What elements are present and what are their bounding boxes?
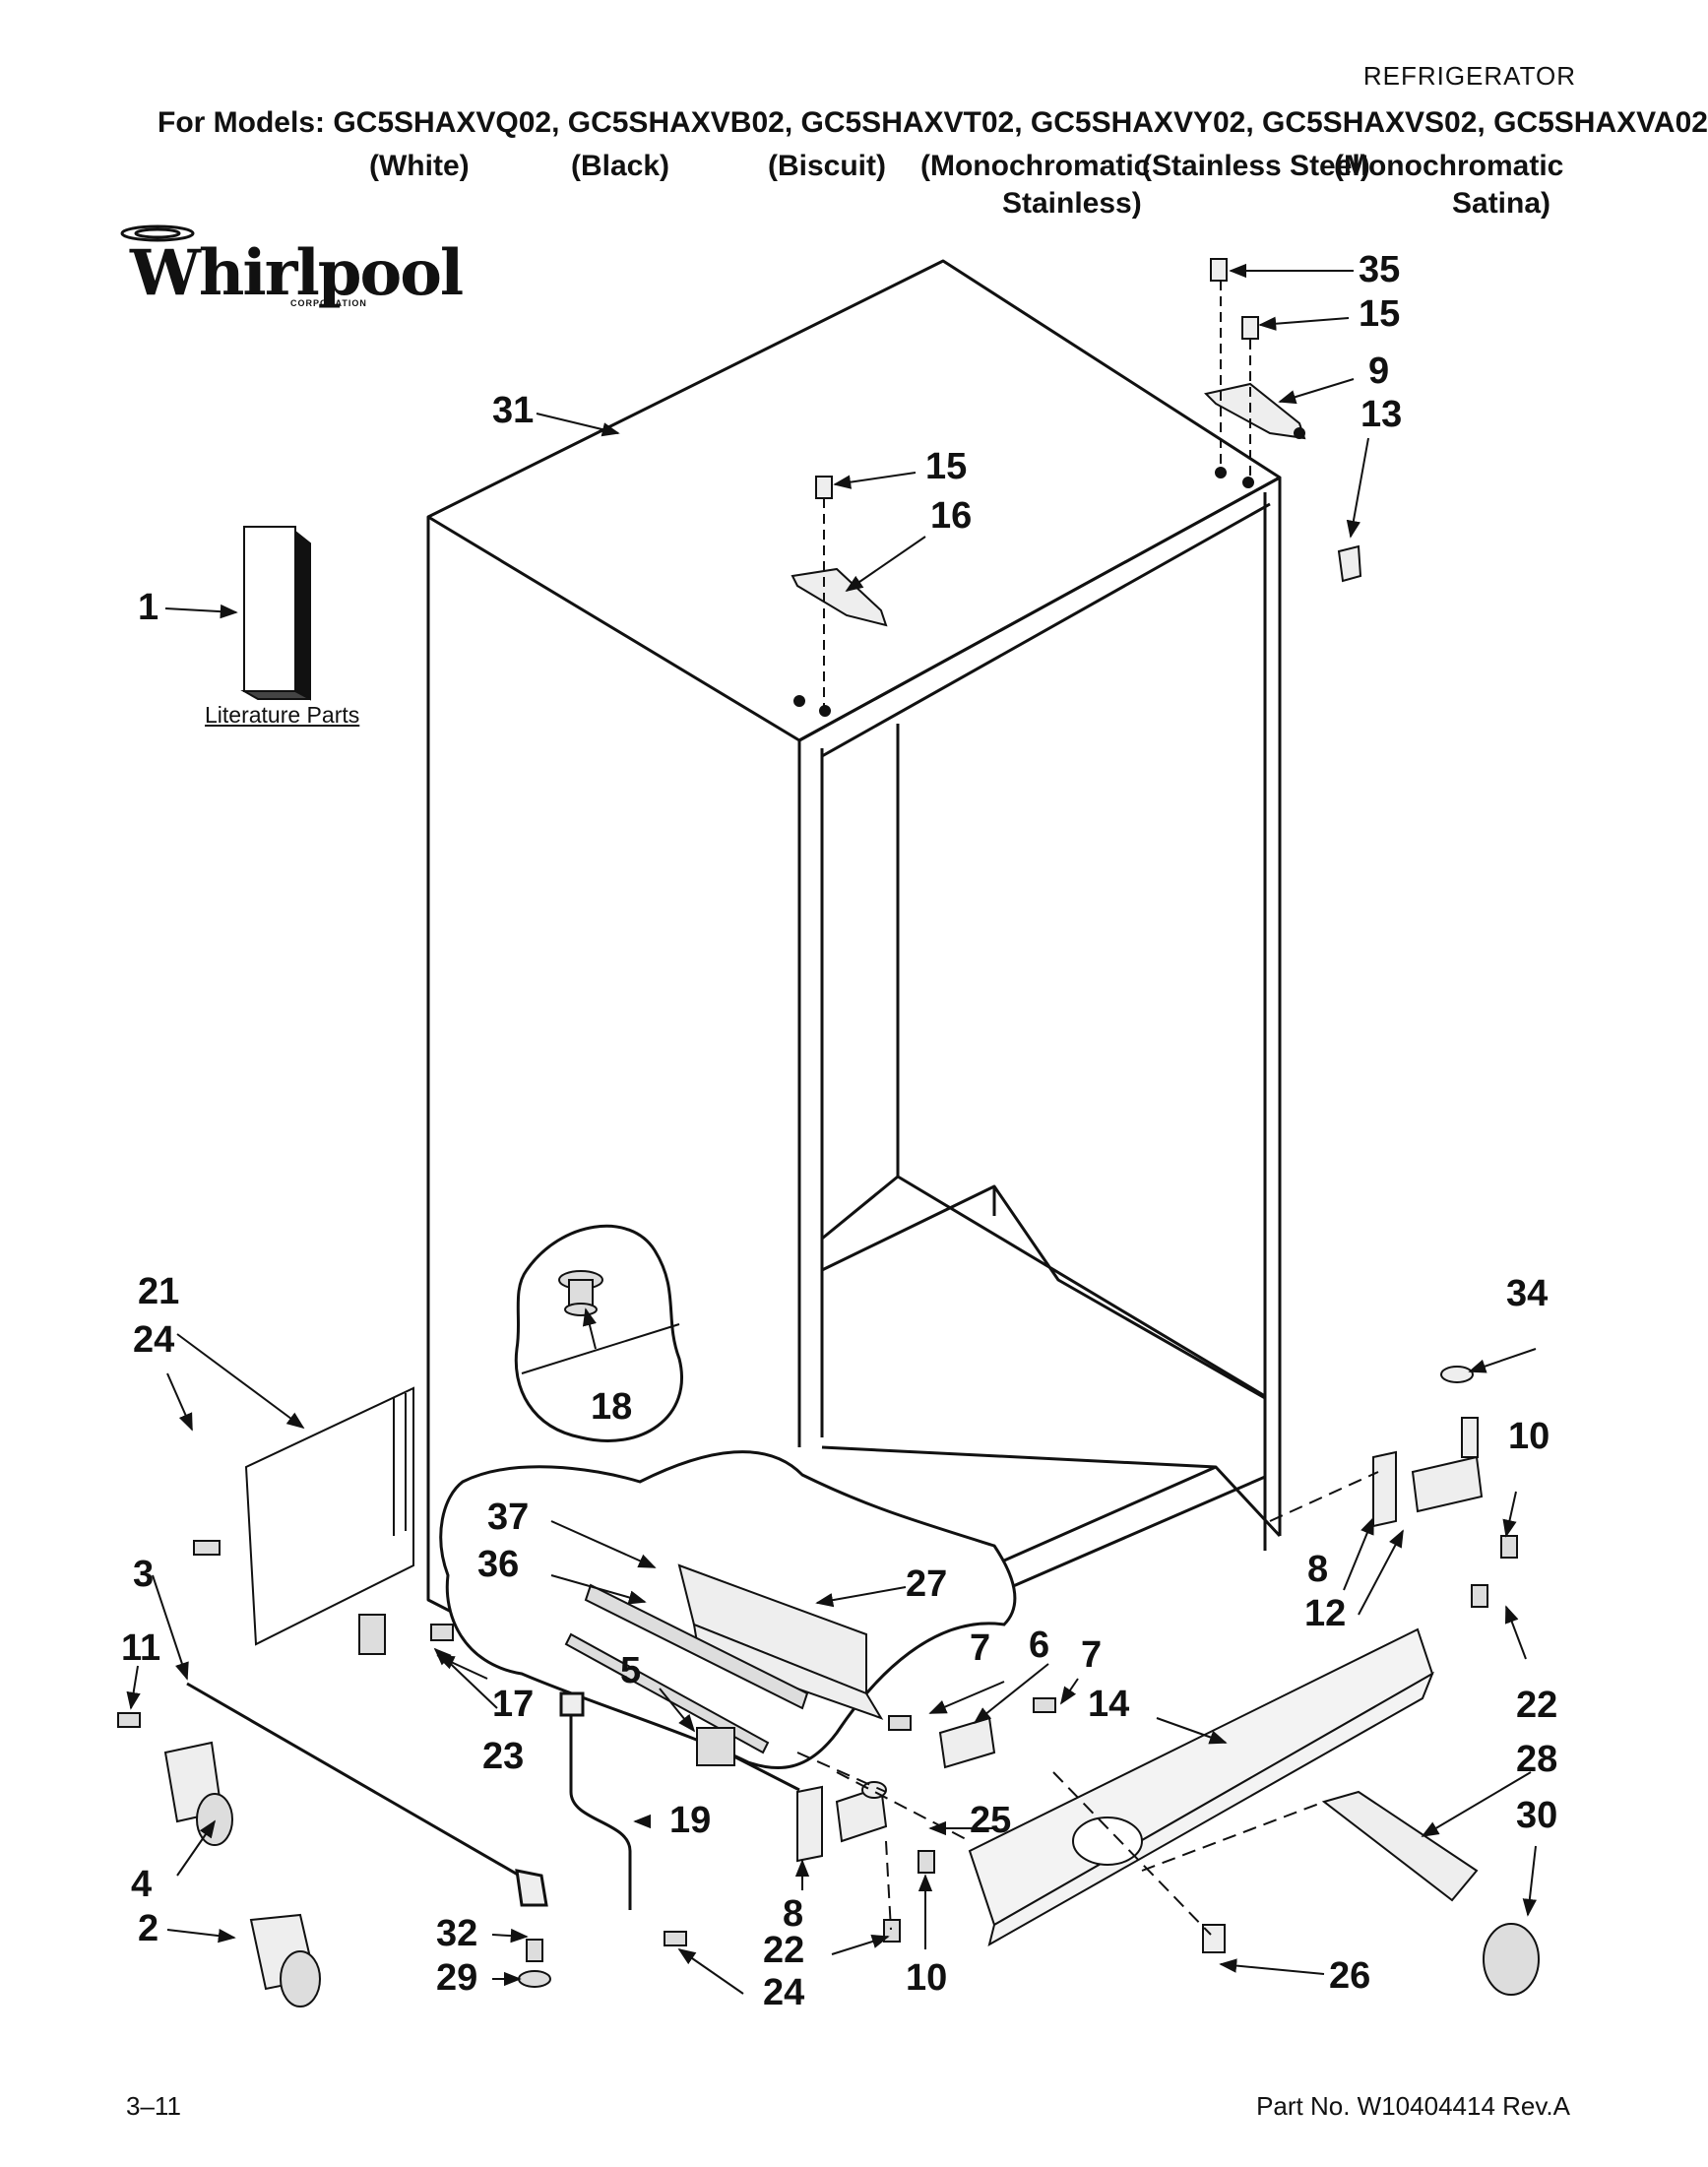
variant-black: (Black) — [571, 150, 670, 182]
callout-24b: 24 — [763, 1972, 805, 2013]
callout-8b: 8 — [783, 1893, 804, 1935]
category-label: REFRIGERATOR — [1362, 61, 1576, 91]
variant-white: (White) — [369, 150, 470, 182]
drain-rod-icon — [564, 1583, 809, 1766]
callout-30: 30 — [1516, 1795, 1558, 1836]
callout-17: 17 — [492, 1684, 535, 1725]
callout-36: 36 — [477, 1544, 520, 1585]
callout-34: 34 — [1506, 1273, 1549, 1314]
callout-10a: 10 — [1508, 1416, 1550, 1457]
callout-5: 5 — [620, 1650, 642, 1691]
callout-24a: 24 — [133, 1319, 175, 1361]
cabinet-drawing — [426, 259, 1282, 1792]
callout-26: 26 — [1329, 1955, 1371, 1997]
callout-29: 29 — [436, 1957, 478, 1999]
callout-10b: 10 — [906, 1957, 948, 1999]
part-number: Part No. W10404414 Rev.A — [1256, 2091, 1570, 2121]
callout-2: 2 — [138, 1908, 159, 1949]
front-hinge-parts — [796, 1716, 996, 1863]
models-line: For Models: GC5SHAXVQ02, GC5SHAXVB02, GC… — [158, 106, 1708, 139]
callout-3: 3 — [133, 1554, 155, 1595]
callout-37: 37 — [487, 1497, 530, 1538]
roller-icon — [163, 1741, 321, 2008]
callout-7a: 7 — [970, 1627, 991, 1669]
callout-14: 14 — [1088, 1684, 1130, 1725]
water-filter-icon — [1202, 1790, 1540, 1996]
callout-leaders — [126, 263, 1537, 1995]
callout-19: 19 — [669, 1800, 712, 1841]
variant-mono-satina-line2: Satina) — [1452, 187, 1551, 220]
callout-25: 25 — [970, 1800, 1012, 1841]
drain-tube-icon — [559, 1691, 632, 1910]
callout-13: 13 — [1360, 394, 1403, 435]
variant-stainless-steel: (Stainless Steel) — [1142, 150, 1370, 182]
evaporator-pan-icon — [677, 1563, 884, 1720]
callout-31: 31 — [492, 390, 535, 431]
callout-23: 23 — [482, 1736, 525, 1777]
variant-mono-satina-line1: (Monochromatic — [1334, 150, 1564, 182]
page-number: 3–11 — [126, 2091, 181, 2121]
callout-4: 4 — [131, 1864, 153, 1905]
callout-27: 27 — [906, 1563, 948, 1605]
variant-biscuit: (Biscuit) — [768, 150, 886, 182]
callout-21: 21 — [138, 1271, 180, 1312]
variant-mono-stainless-line2: Stainless) — [1002, 187, 1142, 220]
bottom-hinge-parts — [1372, 1366, 1484, 1528]
callout-22a: 22 — [1516, 1685, 1558, 1726]
callout-22b: 22 — [763, 1930, 805, 1971]
literature-booklet-icon — [240, 526, 311, 701]
whirlpool-logo: Whirlpool — [130, 236, 464, 310]
leveling-rod-icon — [186, 1682, 548, 1907]
callout-35: 35 — [1359, 249, 1401, 290]
logo-corporation: CORPORATION — [290, 298, 367, 308]
callout-15a: 15 — [1359, 293, 1401, 335]
assembly-dashed-lines — [796, 1471, 1379, 1936]
callout-18: 18 — [591, 1386, 633, 1428]
rear-grille-icon — [244, 1386, 414, 1646]
callout-6: 6 — [1029, 1625, 1050, 1666]
leveler-cutaway — [514, 1224, 683, 1442]
callout-16: 16 — [930, 495, 973, 537]
callout-12: 12 — [1304, 1593, 1347, 1634]
callout-9: 9 — [1368, 351, 1390, 392]
logo-swirl-icon — [120, 224, 195, 242]
callout-28: 28 — [1516, 1739, 1558, 1780]
variant-mono-stainless-line1: (Monochromatic — [920, 150, 1151, 182]
literature-parts-label: Literature Parts — [205, 702, 360, 728]
callout-32: 32 — [436, 1913, 478, 1954]
callout-15b: 15 — [925, 446, 968, 487]
callout-7b: 7 — [1081, 1634, 1103, 1676]
callout-8a: 8 — [1307, 1549, 1329, 1590]
toe-grille-icon — [968, 1627, 1434, 1947]
screw-icons — [117, 1535, 1518, 1988]
top-hinge-parts — [791, 258, 1362, 717]
callout-11: 11 — [121, 1627, 161, 1669]
callout-1: 1 — [138, 587, 159, 628]
leveler-part-icon — [521, 1270, 680, 1374]
